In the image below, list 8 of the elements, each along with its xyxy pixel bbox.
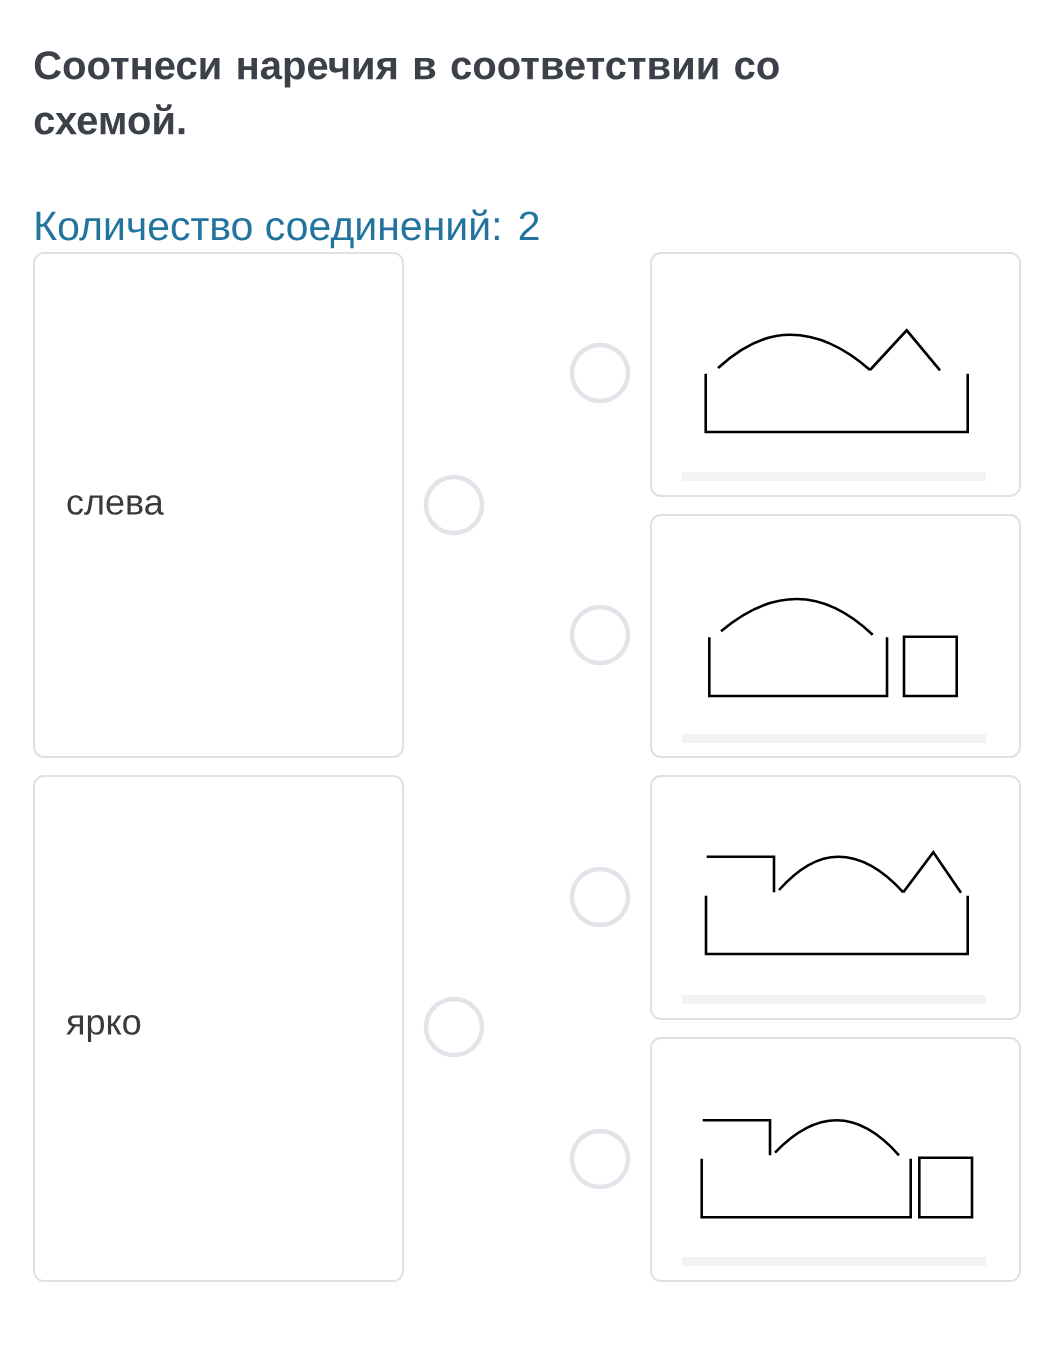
title: Соотнеси наречия в соответствии со схемой. bbox=[34, 51, 779, 135]
picture-card bbox=[650, 775, 1021, 1020]
picture-card bbox=[650, 252, 1021, 497]
subtitle: Количество соединений: 2 bbox=[36, 209, 539, 249]
picture-card bbox=[650, 1037, 1021, 1282]
word-card: слева bbox=[33, 252, 404, 758]
word-card: ярко bbox=[33, 775, 404, 1282]
picture-card bbox=[650, 514, 1021, 758]
